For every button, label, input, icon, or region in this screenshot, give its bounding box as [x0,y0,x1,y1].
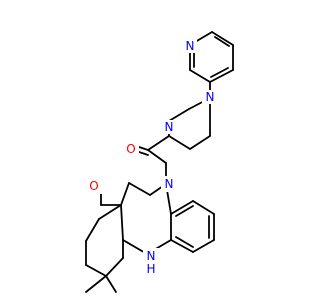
bond [192,239,215,253]
bond [170,200,194,215]
bond [85,264,107,277]
atom-labels: N N N O N O N H [86,39,218,276]
bond [120,204,124,241]
diazepine-nitrogen: N [165,177,174,191]
piperazine-n-amide-bg [161,120,177,134]
bond [168,108,190,122]
bond [170,239,194,253]
ketone-oxygen: O [89,179,98,193]
molecule-canvas: N N N O N O N H [85,31,234,293]
amine-nitrogen: N [147,249,156,263]
piperazine-nitrogen-top: N [206,90,215,104]
bond [214,36,230,47]
bond [210,67,229,78]
amine-nh-bg [143,248,159,276]
structure-svg: N N N O N O N H [85,31,234,293]
ketone-o-bg [86,178,102,194]
pyridine-n-bg [183,39,197,53]
diazepine-n-bg [161,176,177,192]
bond [189,69,211,83]
amide-oxygen: O [126,142,135,156]
bond [98,204,122,220]
bond-lines [85,31,234,293]
bond [147,149,167,164]
bond [175,205,194,217]
bond [105,275,117,293]
piperazine-n-top-bg [202,90,218,104]
bond [85,275,107,293]
amide-o-bg [123,141,139,157]
bond [175,236,194,248]
bond [168,135,191,150]
bond [192,200,215,215]
piperazine-nitrogen-amide: N [165,120,174,134]
bond [147,135,170,151]
bond [128,182,151,196]
bond [211,31,234,46]
bond [120,182,130,206]
bond [85,218,100,242]
bond [189,135,211,150]
bond [105,257,124,277]
pyridine-nitrogen: N [186,39,195,53]
bond [209,69,234,83]
amine-hydrogen: H [146,262,155,276]
